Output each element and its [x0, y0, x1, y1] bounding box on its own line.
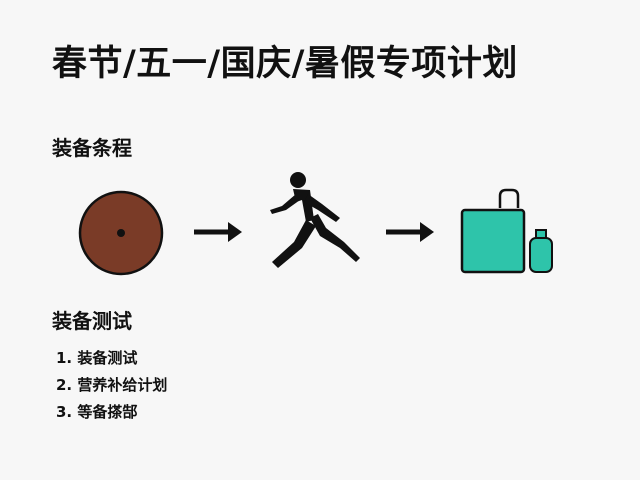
section-heading-equipment-flow: 装备条程: [52, 136, 132, 160]
list-item: 3. 等备搽郜: [56, 403, 138, 421]
steps-list: 1. 装备测试 2. 营养补给计划 3. 等备搽郜: [56, 350, 167, 431]
flow-diagram: [0, 170, 640, 280]
bag-bottle-icon: [460, 188, 553, 274]
page-title: 春节/五一/国庆/暑假专项计划: [52, 44, 518, 84]
section-heading-equipment-test: 装备测试: [52, 309, 132, 333]
runner-icon: [270, 172, 360, 268]
disc-icon: [78, 190, 164, 276]
list-item: 2. 营养补给计划: [56, 376, 168, 394]
arrow-right-icon: [386, 222, 434, 242]
arrow-right-icon: [194, 222, 242, 242]
list-item: 1. 装备测试: [56, 349, 138, 367]
